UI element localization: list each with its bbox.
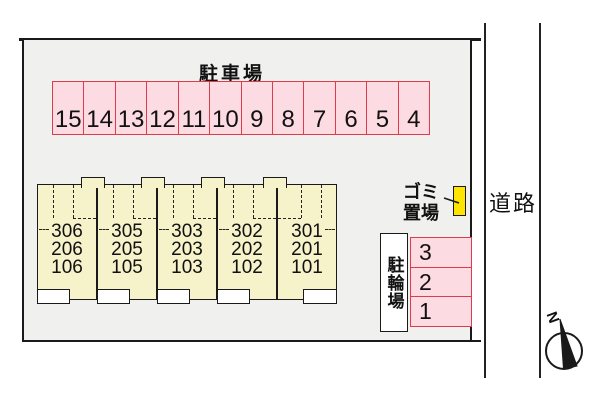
room-number: 303: [171, 221, 203, 242]
bicycle-space: 3: [410, 237, 472, 268]
bicycle-parking-label-box: 駐輪場: [380, 233, 408, 332]
balcony-dashed-line: [253, 218, 276, 219]
balcony-dashed-line: [133, 185, 134, 218]
road-edge-line: [539, 23, 541, 378]
room-number: 101: [291, 257, 323, 278]
parking-space: 6: [335, 81, 368, 135]
compass-circle: [545, 332, 583, 370]
bicycle-space: 2: [410, 267, 472, 298]
entrance-porch: [303, 289, 337, 304]
parking-space: 12: [147, 81, 179, 135]
parking-space: 15: [52, 81, 85, 135]
apartment-building: 306 206 106 305 205 105 303 203 103 302 …: [37, 177, 337, 305]
room-number: 302: [231, 221, 263, 242]
room-number: 203: [171, 239, 203, 260]
unit-room-numbers: 302 202 102: [217, 221, 277, 278]
room-number: 301: [291, 221, 323, 242]
unit-room-numbers: 303 203 103: [157, 221, 217, 278]
garbage-bin-box: [453, 186, 466, 216]
balcony-dashed-line: [73, 218, 96, 219]
unit-room-numbers: 305 205 105: [97, 221, 157, 278]
room-number: 205: [111, 239, 143, 260]
balcony-dashed-line: [39, 229, 49, 230]
unit-room-numbers: 306 206 106: [37, 221, 97, 278]
balcony-dashed-line: [99, 229, 109, 230]
parking-space: 13: [115, 81, 148, 135]
balcony-dashed-line: [325, 229, 335, 230]
balcony-dashed-line: [278, 218, 301, 219]
unit-divider: [96, 185, 98, 299]
roof-bump: [201, 177, 225, 188]
balcony-dashed-line: [159, 229, 169, 230]
compass-north-label: N: [542, 309, 563, 326]
entrance-porch: [157, 289, 190, 304]
parking-space: 10: [210, 81, 242, 135]
balcony-dashed-line: [233, 185, 234, 218]
room-number: 202: [231, 239, 263, 260]
room-number: 305: [111, 221, 143, 242]
parking-space: 14: [84, 81, 116, 135]
garbage-label-line1: ゴミ: [403, 182, 439, 202]
balcony-dashed-line: [73, 185, 74, 218]
road-edge-line: [484, 23, 486, 378]
unit-divider: [216, 185, 218, 299]
balcony-dashed-line: [133, 218, 156, 219]
building-outline: [37, 184, 337, 300]
parking-space: 11: [178, 81, 211, 135]
road-label: 道路: [489, 191, 538, 216]
balcony-dashed-line: [113, 185, 114, 218]
unit-divider: [156, 185, 158, 299]
bicycle-space: 1: [410, 297, 472, 328]
room-number: 206: [51, 239, 83, 260]
boundary-tick: [472, 38, 481, 41]
parking-space: 8: [272, 81, 305, 135]
balcony-dashed-line: [219, 229, 229, 230]
room-number: 103: [171, 257, 203, 278]
roof-bump: [263, 177, 287, 188]
boundary-tick: [472, 339, 481, 342]
balcony-dashed-line: [301, 185, 302, 218]
parking-spaces-row: 15 14 13 12 11 10 9 8 7 6 5 4: [52, 81, 431, 135]
roof-bump: [141, 177, 165, 188]
entrance-porch: [97, 289, 130, 304]
roof-bump: [81, 177, 105, 188]
parking-space: 7: [304, 81, 336, 135]
compass-needle-icon: [559, 318, 578, 370]
balcony-dashed-line: [321, 185, 322, 218]
parking-area-label: 駐車場: [199, 64, 266, 85]
balcony-dashed-line: [193, 185, 194, 218]
entrance-porch: [37, 289, 70, 304]
balcony-dashed-line: [253, 185, 254, 218]
unit-room-numbers: 301 201 101: [277, 221, 337, 278]
bicycle-spaces: 3 2 1: [410, 237, 472, 328]
balcony-dashed-line: [193, 218, 216, 219]
bicycle-parking-label: 駐輪場: [384, 255, 404, 310]
room-number: 306: [51, 221, 83, 242]
entrance-porch: [217, 289, 250, 304]
room-number: 105: [111, 257, 143, 278]
unit-divider: [276, 185, 278, 299]
balcony-dashed-line: [53, 185, 54, 218]
room-number: 201: [291, 239, 323, 260]
garbage-area-label: ゴミ 置場: [403, 182, 439, 224]
parking-space: 4: [398, 81, 431, 135]
room-number: 102: [231, 257, 263, 278]
garbage-label-line2: 置場: [403, 203, 439, 223]
room-number: 106: [51, 257, 83, 278]
boundary-tick: [19, 38, 23, 41]
parking-space: 9: [241, 81, 273, 135]
parking-space: 5: [367, 81, 399, 135]
balcony-dashed-line: [173, 185, 174, 218]
